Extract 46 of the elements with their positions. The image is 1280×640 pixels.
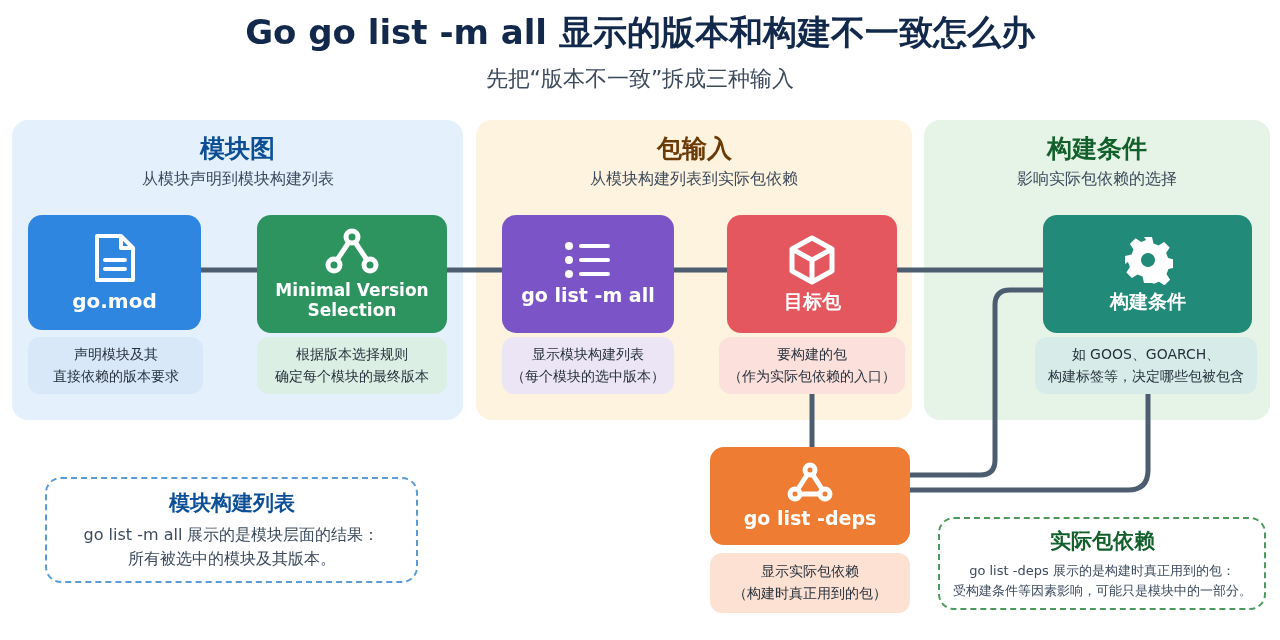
note-title: 实际包依赖 xyxy=(1049,528,1155,555)
subtitle: 先把“版本不一致”拆成三种输入 xyxy=(484,65,796,93)
connector-line xyxy=(897,267,1043,273)
description-text: 显示实际包依赖（构建时真正用到的包） xyxy=(733,562,887,603)
section-title: 包输入 xyxy=(656,133,732,165)
description-text: 如 GOOS、GOARCH、构建标签等，决定哪些包被包含 xyxy=(1048,344,1244,386)
card-title: 构建条件 xyxy=(1109,291,1186,313)
card-title: go list -deps xyxy=(743,508,877,530)
description-text: 显示模块构建列表（每个模块的选中版本） xyxy=(511,344,665,386)
section-subtitle: 从模块构建列表到实际包依赖 xyxy=(590,169,798,190)
step-card xyxy=(710,447,910,545)
step-card xyxy=(28,215,201,330)
description-card xyxy=(1035,337,1257,394)
section-title: 构建条件 xyxy=(1047,133,1147,165)
section-title: 模块图 xyxy=(200,133,275,165)
diagram-title: Go go list -m all 显示的版本和构建不一致怎么办 xyxy=(244,11,1037,54)
section-panel xyxy=(924,120,1270,420)
description-card xyxy=(719,337,905,394)
connector-line xyxy=(447,267,502,273)
description-text: 声明模块及其直接依赖的版本要求 xyxy=(52,344,179,386)
connector-line xyxy=(910,287,1043,478)
description-text: 要构建的包（作为实际包依赖的入口） xyxy=(728,344,896,386)
section-subtitle: 从模块声明到模块构建列表 xyxy=(141,169,334,190)
note-title: 模块构建列表 xyxy=(168,490,295,517)
step-card xyxy=(502,215,674,333)
description-card xyxy=(257,337,447,394)
connector-line xyxy=(809,394,815,447)
description-text: 根据版本选择规则确定每个模块的最终版本 xyxy=(275,344,429,386)
description-card xyxy=(710,553,910,613)
card-title: 目标包 xyxy=(783,291,841,313)
step-card xyxy=(257,215,447,333)
card-title: go list -m all xyxy=(521,285,655,307)
note-text: go list -m all 展示的是模块层面的结果：所有被选中的模块及其版本。 xyxy=(83,524,380,570)
note-box xyxy=(45,477,418,583)
note-box xyxy=(938,517,1266,610)
connector-line xyxy=(674,267,727,273)
section-subtitle: 影响实际包依赖的选择 xyxy=(1017,169,1177,190)
section-panel xyxy=(476,120,912,420)
section-panel xyxy=(12,120,463,420)
connector-line xyxy=(201,267,257,273)
card-title: Minimal Version Selection xyxy=(274,281,430,321)
card-title: go.mod xyxy=(72,290,157,313)
connector-line xyxy=(910,394,1151,493)
step-card xyxy=(1043,215,1252,333)
note-text: go list -deps 展示的是构建时真正用到的包：受构建条件等因素影响，可能只是模块中的一部分。 xyxy=(952,562,1252,600)
step-card xyxy=(727,215,897,333)
